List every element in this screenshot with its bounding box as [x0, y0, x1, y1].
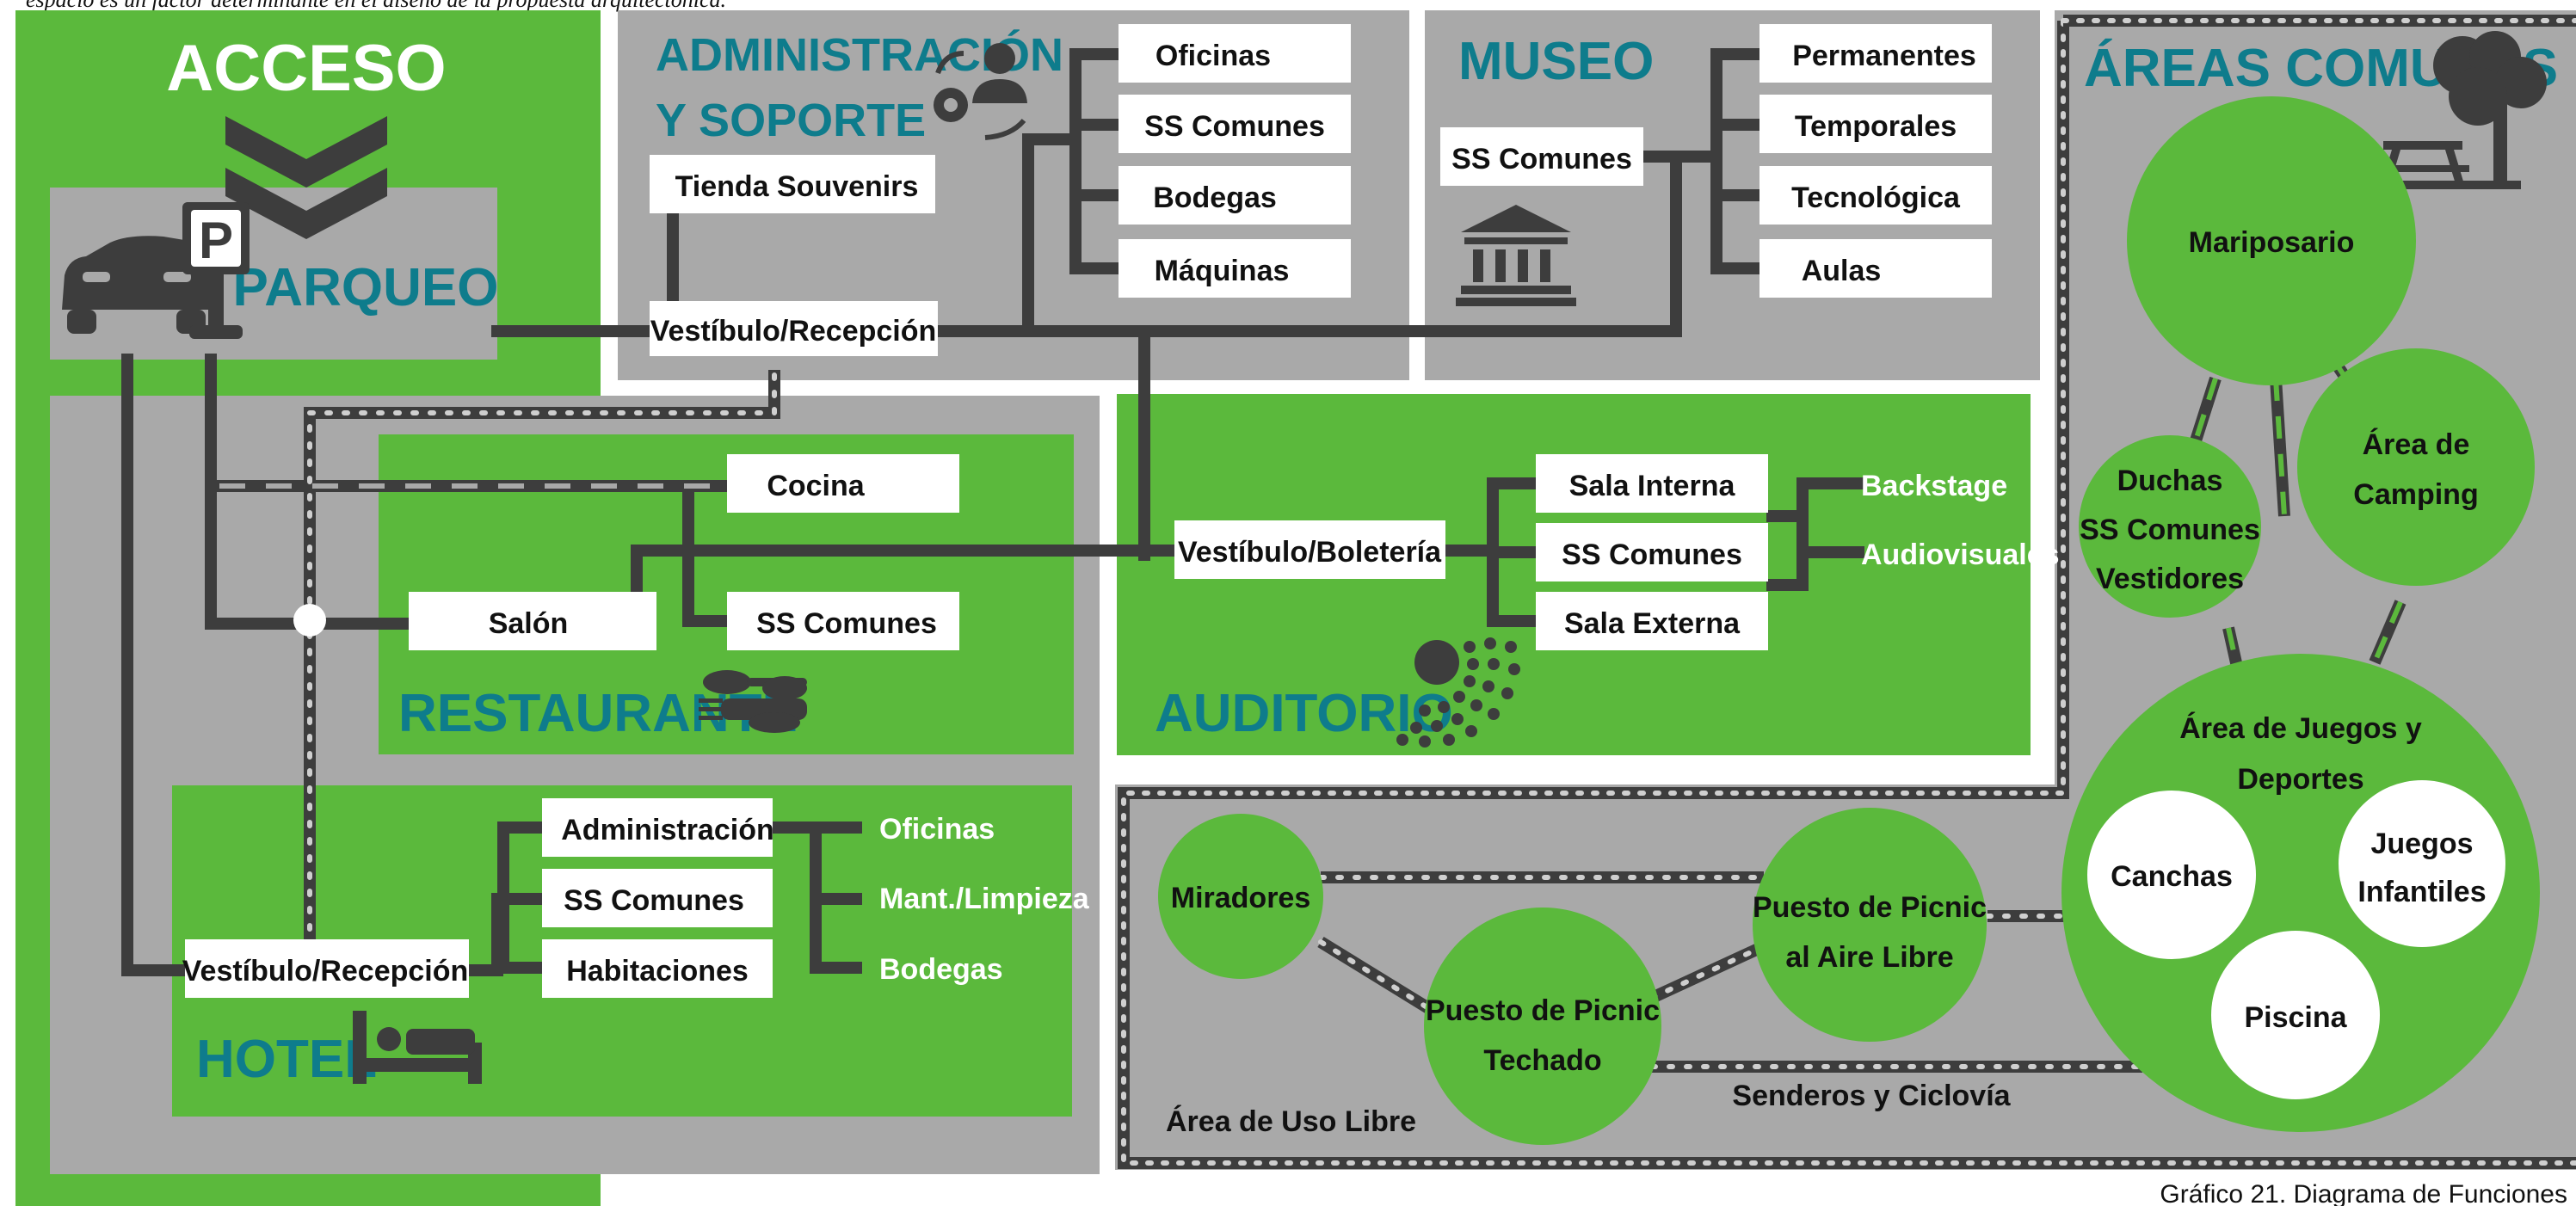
- hotel-item-administracion: Administración: [561, 814, 773, 846]
- auditorio-vestibulo-label: Vestíbulo/Boletería: [1178, 536, 1442, 569]
- camping-circle: [2297, 348, 2535, 586]
- picnic-aire-label-2: al Aire Libre: [1785, 941, 1953, 974]
- picnic-techado-label-1: Puesto de Picnic: [1426, 994, 1660, 1027]
- piscina-circle: [2211, 931, 2380, 1099]
- car-icon: [62, 236, 211, 334]
- camping-label-2: Camping: [2353, 478, 2478, 511]
- admin-person-gear-icon: [934, 43, 1027, 140]
- camping-label-1: Área de: [2363, 428, 2470, 461]
- admin-item-ss-comunes: SS Comunes: [1144, 110, 1325, 143]
- admin-item-oficinas: Oficinas: [1156, 40, 1271, 72]
- hotel-item-habitaciones: Habitaciones: [566, 955, 749, 988]
- auditorio-backstage: Backstage: [1861, 470, 2007, 502]
- administracion-title-2: Y SOPORTE: [656, 95, 926, 146]
- hotel-items: Administración SS Comunes Habitaciones: [542, 798, 774, 998]
- restaurante-ss-label: SS Comunes: [756, 607, 937, 640]
- restaurante-ss-box: SS Comunes: [727, 592, 959, 650]
- svg-text:P: P: [199, 212, 233, 269]
- auditorium-seats-icon: [1396, 637, 1520, 748]
- museo-item-temporales: Temporales: [1795, 110, 1957, 143]
- hotel-admin-mant: Mant./Limpieza: [879, 883, 1090, 915]
- restaurante-cocina-label: Cocina: [767, 470, 865, 502]
- juegos-title-2: Deportes: [2237, 763, 2363, 796]
- dashed-connectors: [211, 354, 2407, 1073]
- restaurante-salon-box: Salón: [409, 592, 656, 650]
- hotel-item-ss-comunes: SS Comunes: [564, 884, 744, 917]
- auditorio-ss-comunes: SS Comunes: [1562, 538, 1742, 571]
- duchas-label-3: Vestidores: [2096, 563, 2244, 595]
- juegos-infantiles-label-2: Infantiles: [2357, 876, 2486, 908]
- juegos-infantiles-label-1: Juegos: [2370, 828, 2473, 860]
- figure-caption: Gráfico 21. Diagrama de Funciones: [2160, 1180, 2567, 1206]
- juegos-title-1: Área de Juegos y: [2179, 712, 2422, 745]
- picnic-techado-circle: [1424, 908, 1661, 1145]
- auditorio-title: AUDITORIO: [1155, 684, 1453, 743]
- bed-icon: [353, 1011, 482, 1084]
- parqueo-title: PARQUEO: [233, 258, 499, 317]
- admin-item-maquinas: Máquinas: [1155, 255, 1290, 287]
- museo-items: Permanentes Temporales Tecnológica Aulas: [1759, 24, 1992, 298]
- restaurante-salon-label: Salón: [489, 607, 569, 640]
- senderos-label: Senderos y Ciclovía: [1732, 1080, 2011, 1112]
- museum-building-icon: [1456, 205, 1576, 306]
- duchas-label-1: Duchas: [2117, 465, 2223, 497]
- duchas-circle: [2079, 435, 2261, 618]
- canchas-label: Canchas: [2111, 860, 2233, 893]
- juegos-infantiles-circle: [2339, 780, 2505, 947]
- solid-connectors: [121, 48, 1864, 976]
- mariposario-circle: [2127, 96, 2416, 385]
- admin-vestibulo-box: Vestíbulo/Recepción: [650, 301, 938, 356]
- chevron-down-icon: [225, 116, 387, 239]
- miradores-circle: [1158, 814, 1323, 979]
- museo-ss-box: SS Comunes: [1440, 127, 1643, 186]
- restaurante-cocina-box: Cocina: [727, 454, 959, 513]
- tienda-souvenirs-box: Tienda Souvenirs: [650, 155, 935, 213]
- hotel-vestibulo-label: Vestíbulo/Recepción: [182, 955, 469, 988]
- cutlery-icon: [699, 670, 807, 733]
- canchas-circle: [2087, 791, 2256, 959]
- admin-vestibulo-label: Vestíbulo/Recepción: [650, 315, 937, 348]
- uso-libre-label: Área de Uso Libre: [1166, 1105, 1416, 1138]
- auditorio-vestibulo-box: Vestíbulo/Boletería: [1174, 520, 1445, 579]
- auditorio-sala-externa: Sala Externa: [1564, 607, 1741, 640]
- museo-item-permanentes: Permanentes: [1792, 40, 1976, 72]
- acceso-title: ACCESO: [166, 32, 446, 105]
- areas-comunes-border-dots: [1121, 18, 2576, 1166]
- hotel-admin-oficinas: Oficinas: [879, 813, 995, 846]
- tree-picnic-table-icon: [2375, 31, 2547, 189]
- miradores-label: Miradores: [1171, 882, 1311, 914]
- admin-item-bodegas: Bodegas: [1153, 182, 1277, 214]
- picnic-techado-label-2: Techado: [1483, 1044, 1601, 1077]
- hotel-vestibulo-box: Vestíbulo/Recepción: [182, 939, 469, 998]
- auditorio-sala-interna: Sala Interna: [1569, 470, 1736, 502]
- auditorio-salas: Sala Interna SS Comunes Sala Externa: [1536, 454, 1768, 650]
- junction-node: [293, 604, 326, 637]
- piscina-label: Piscina: [2244, 1001, 2347, 1034]
- juegos-deportes-circle: [2061, 654, 2540, 1132]
- tienda-souvenirs-label: Tienda Souvenirs: [675, 170, 919, 203]
- duchas-label-2: SS Comunes: [2080, 514, 2260, 546]
- hotel-admin-bodegas: Bodegas: [879, 953, 1003, 986]
- museo-title: MUSEO: [1458, 32, 1654, 91]
- mariposario-label: Mariposario: [2189, 226, 2355, 259]
- picnic-aire-circle: [1753, 808, 1987, 1042]
- picnic-aire-label-1: Puesto de Picnic: [1753, 891, 1987, 924]
- auditorio-audiovisuales: Audiovisuales: [1861, 538, 2060, 571]
- parking-sign-icon: P: [182, 202, 250, 339]
- museo-item-tecnologica: Tecnológica: [1791, 182, 1961, 214]
- museo-item-aulas: Aulas: [1802, 255, 1882, 287]
- museo-ss-label: SS Comunes: [1451, 143, 1632, 175]
- admin-items: Oficinas SS Comunes Bodegas Máquinas: [1119, 24, 1351, 298]
- intro-text: espacio es un factor determinante en el …: [26, 0, 726, 12]
- hotel-title: HOTEL: [196, 1030, 377, 1089]
